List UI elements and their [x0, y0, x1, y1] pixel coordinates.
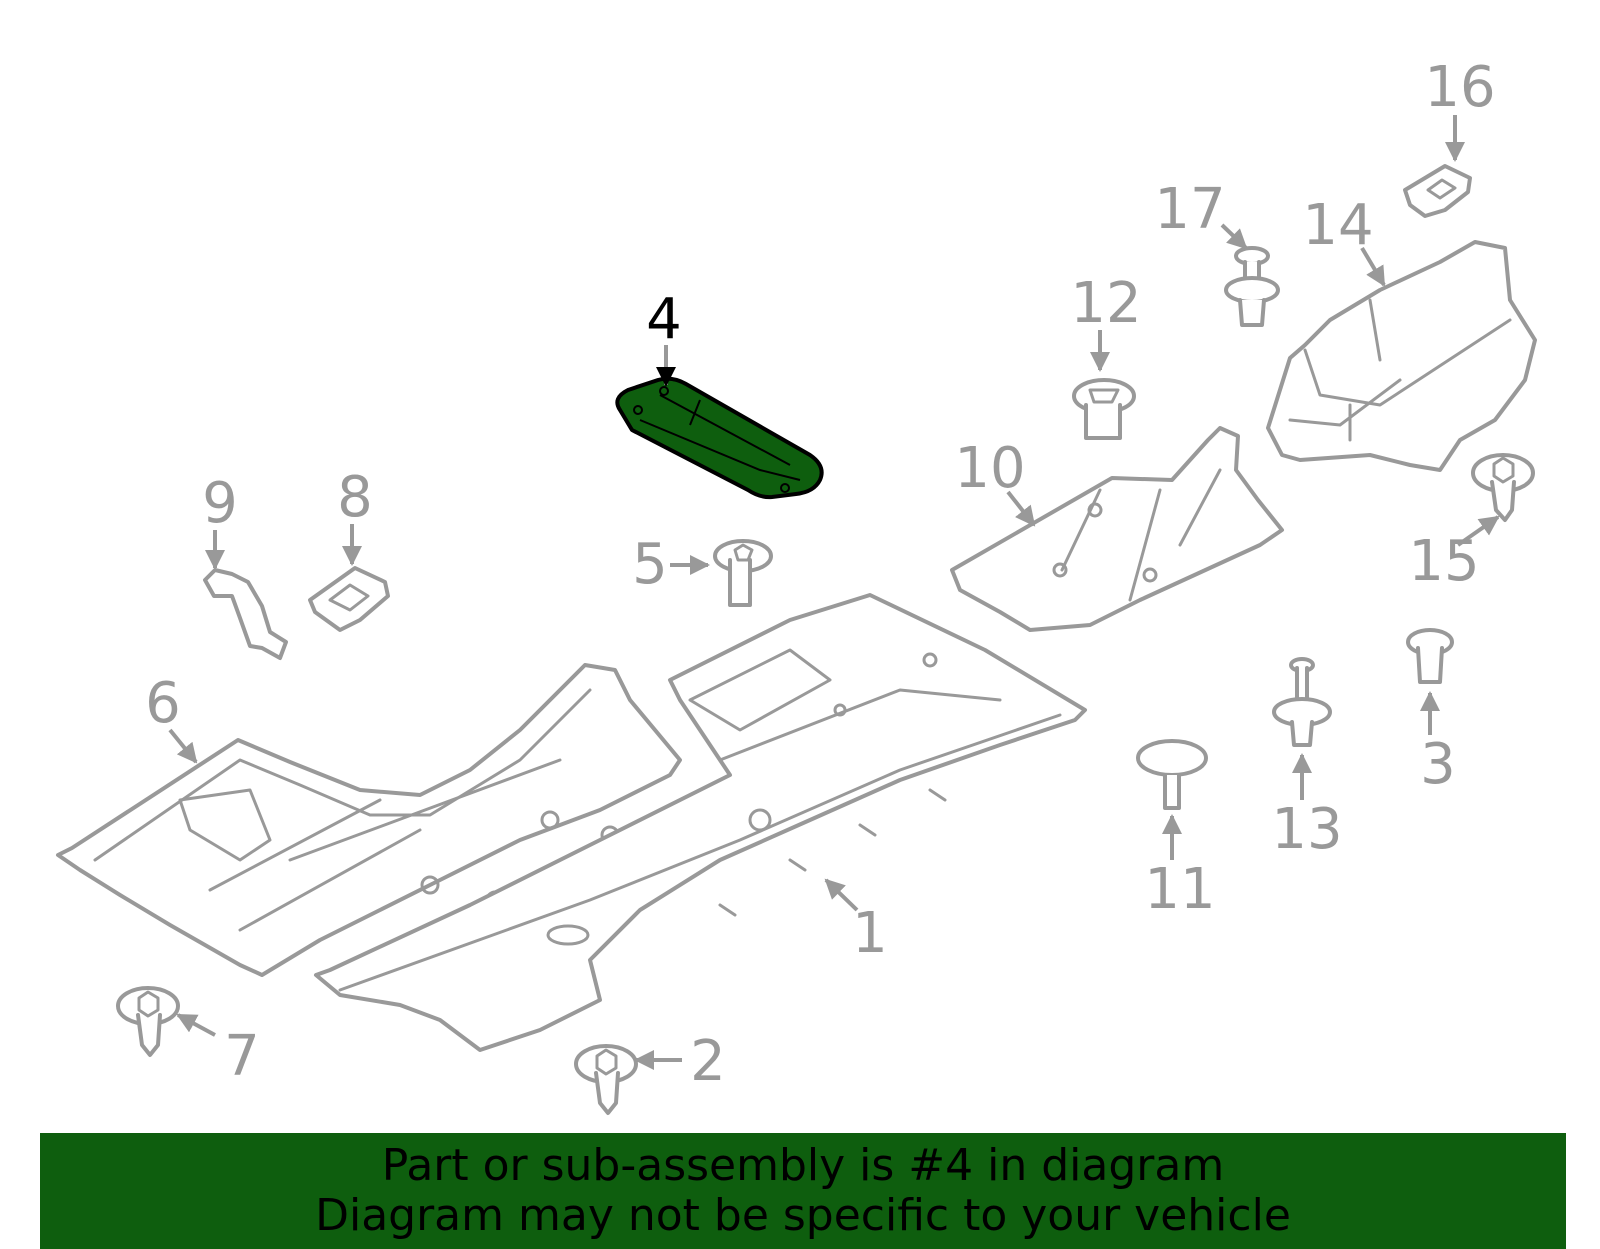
callout-12: 12: [1070, 271, 1141, 336]
part-4-highlight-shape: [615, 376, 824, 500]
callout-1: 1: [852, 901, 888, 966]
part-8-clip-nut[interactable]: [308, 566, 390, 632]
part-3-rivet[interactable]: [1406, 628, 1454, 684]
part-11-pin[interactable]: [1136, 739, 1208, 810]
leader-arrows: [168, 115, 1500, 1070]
callout-14: 14: [1302, 193, 1373, 258]
callout-5: 5: [632, 532, 668, 597]
info-banner: Part or sub-assembly is #4 in diagram Di…: [40, 1133, 1566, 1249]
callout-15: 15: [1408, 529, 1479, 594]
callout-16: 16: [1424, 55, 1495, 120]
callout-13: 13: [1271, 797, 1342, 862]
part-14-splash-guard[interactable]: [1266, 240, 1537, 472]
part-17-push-clip[interactable]: [1224, 246, 1280, 327]
part-1-main-shield[interactable]: [314, 593, 1087, 1052]
part-10-rear-shield[interactable]: [950, 426, 1284, 632]
part-16-clip[interactable]: [1403, 164, 1472, 218]
callout-4: 4: [646, 287, 682, 352]
callout-6: 6: [145, 671, 181, 736]
callout-17: 17: [1154, 177, 1225, 242]
part-7-bolt[interactable]: [116, 986, 180, 1057]
banner-line-2: Diagram may not be specific to your vehi…: [315, 1190, 1291, 1241]
callout-3: 3: [1420, 732, 1456, 797]
callout-7: 7: [224, 1024, 260, 1089]
callout-11: 11: [1144, 857, 1215, 922]
part-12-push-nut[interactable]: [1072, 378, 1136, 440]
callout-2: 2: [690, 1029, 726, 1094]
part-13-push-pin[interactable]: [1272, 657, 1332, 747]
part-6-front-shield[interactable]: [56, 663, 682, 977]
part-4-skid-plate[interactable]: [615, 376, 824, 500]
callout-9: 9: [202, 471, 238, 536]
callout-10: 10: [954, 436, 1025, 501]
callout-8: 8: [337, 465, 373, 530]
banner-line-1: Part or sub-assembly is #4 in diagram: [381, 1140, 1225, 1191]
part-2-bolt[interactable]: [574, 1044, 638, 1115]
part-9-bracket[interactable]: [203, 568, 288, 660]
part-15-bolt[interactable]: [1471, 453, 1535, 522]
part-5-bolt[interactable]: [713, 539, 773, 607]
parts-diagram: 4 9 8 5 6 1 7 2 10 12 17 14 16 15 3 13 1…: [56, 55, 1537, 1115]
